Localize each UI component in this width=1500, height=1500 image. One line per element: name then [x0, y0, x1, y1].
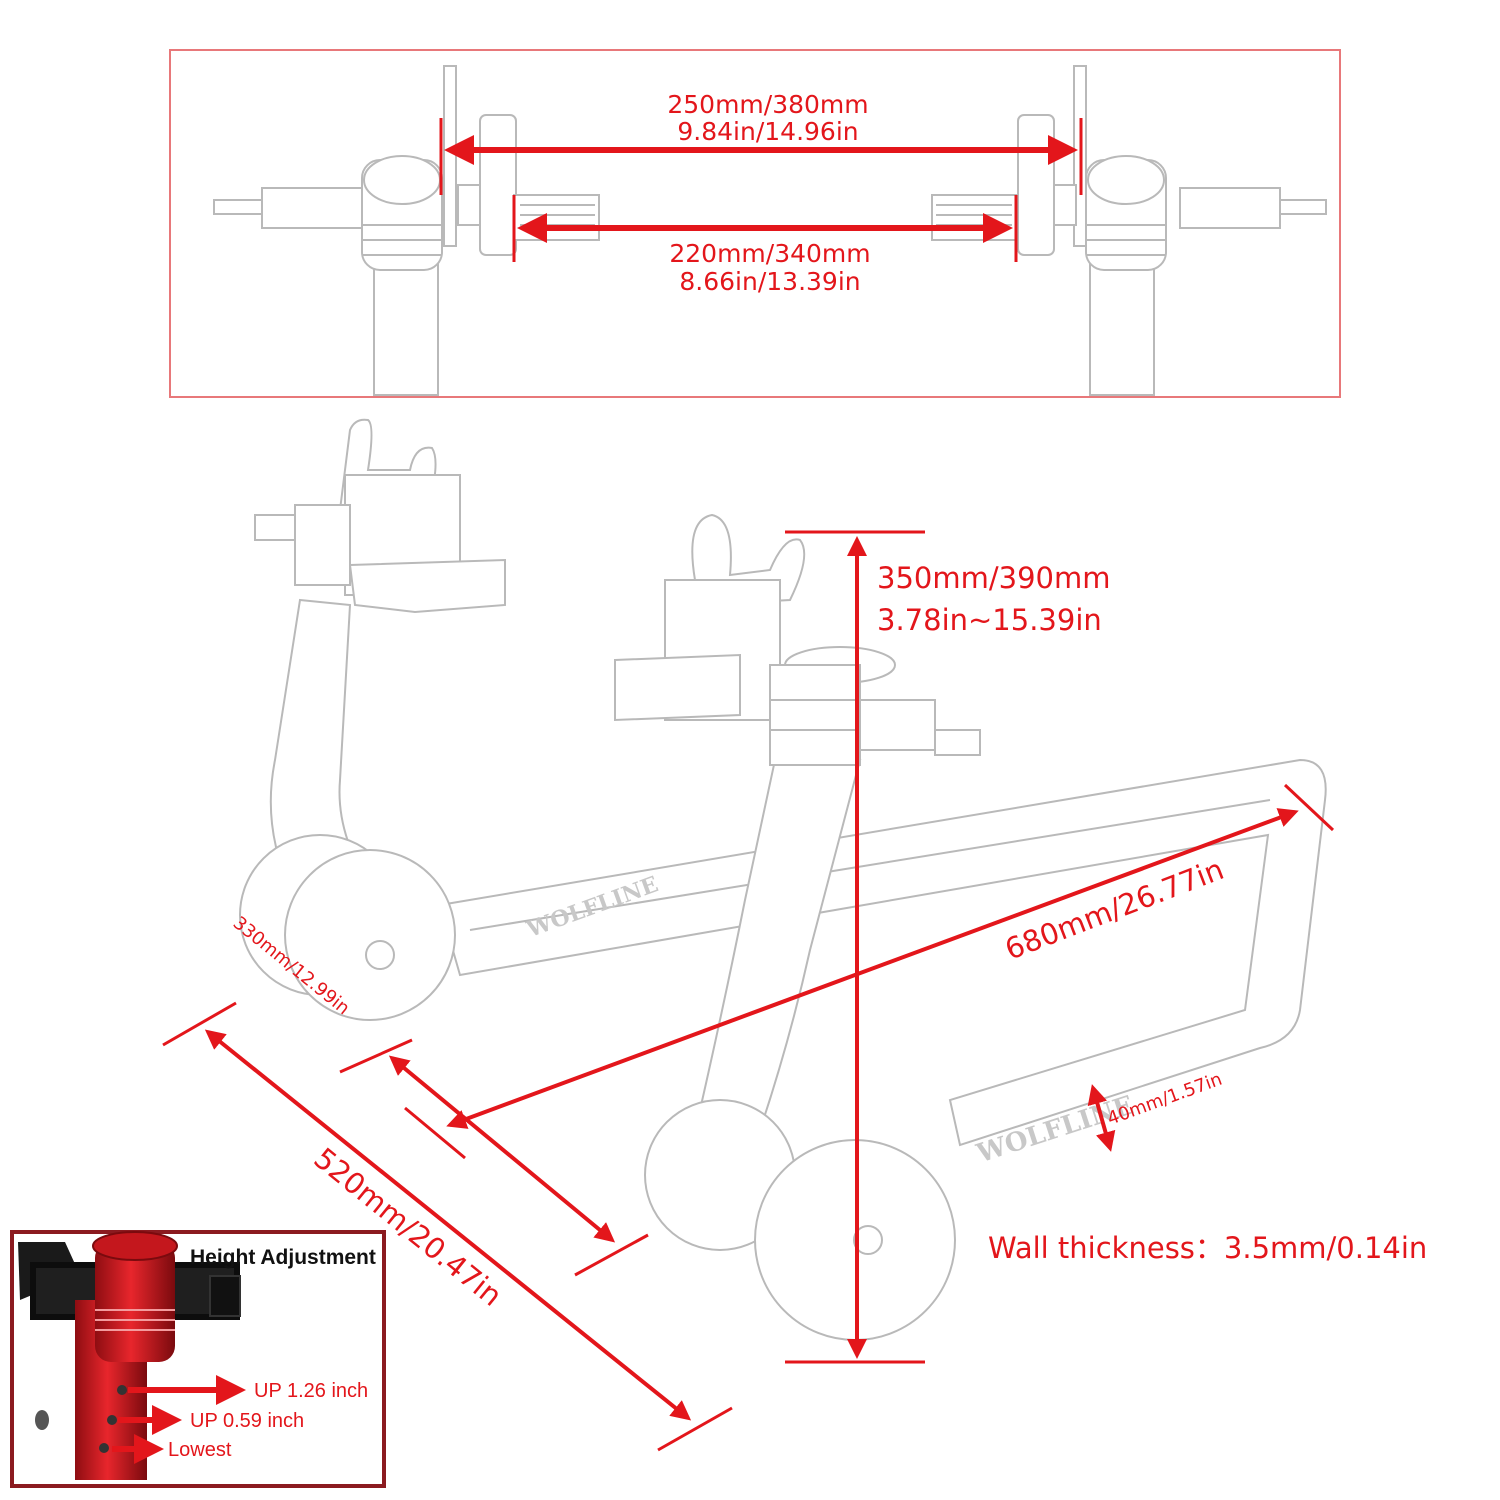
- inner-width-metric: 220mm/340mm: [669, 239, 870, 268]
- inner-width-imperial: 8.66in/13.39in: [679, 267, 860, 296]
- position-lowest-label: Lowest: [168, 1439, 232, 1461]
- outer-width-metric: 250mm/380mm: [667, 90, 868, 119]
- wheel-arrow: [388, 1055, 616, 1243]
- outer-width-dimension: 250mm/380mm 9.84in/14.96in: [439, 90, 1083, 195]
- adjuster-photo: [18, 1231, 241, 1480]
- inset-title: Height Adjustment: [190, 1246, 376, 1269]
- height-metric: 350mm/390mm: [877, 561, 1110, 595]
- wall-thickness-label: Wall thickness：3.5mm/0.14in: [988, 1231, 1427, 1265]
- height-dimension: 350mm/390mm 3.78in~15.39in: [785, 530, 1110, 1364]
- tube-arrow: [1087, 1084, 1116, 1152]
- position-up-1-26-label: UP 1.26 inch: [254, 1380, 368, 1402]
- height-adjustment-inset: Height Adjustment UP 1.26 inch UP 0.59 i…: [10, 1230, 386, 1488]
- inner-width-dimension: 220mm/340mm 8.66in/13.39in: [512, 195, 1018, 296]
- position-up-0-59-label: UP 0.59 inch: [190, 1410, 304, 1432]
- height-imperial: 3.78in~15.39in: [877, 603, 1102, 637]
- top-detail-panel: 250mm/380mm 9.84in/14.96in 220mm/340mm 8…: [169, 49, 1341, 398]
- left-arm: [239, 418, 506, 1021]
- outer-width-imperial: 9.84in/14.96in: [677, 117, 858, 146]
